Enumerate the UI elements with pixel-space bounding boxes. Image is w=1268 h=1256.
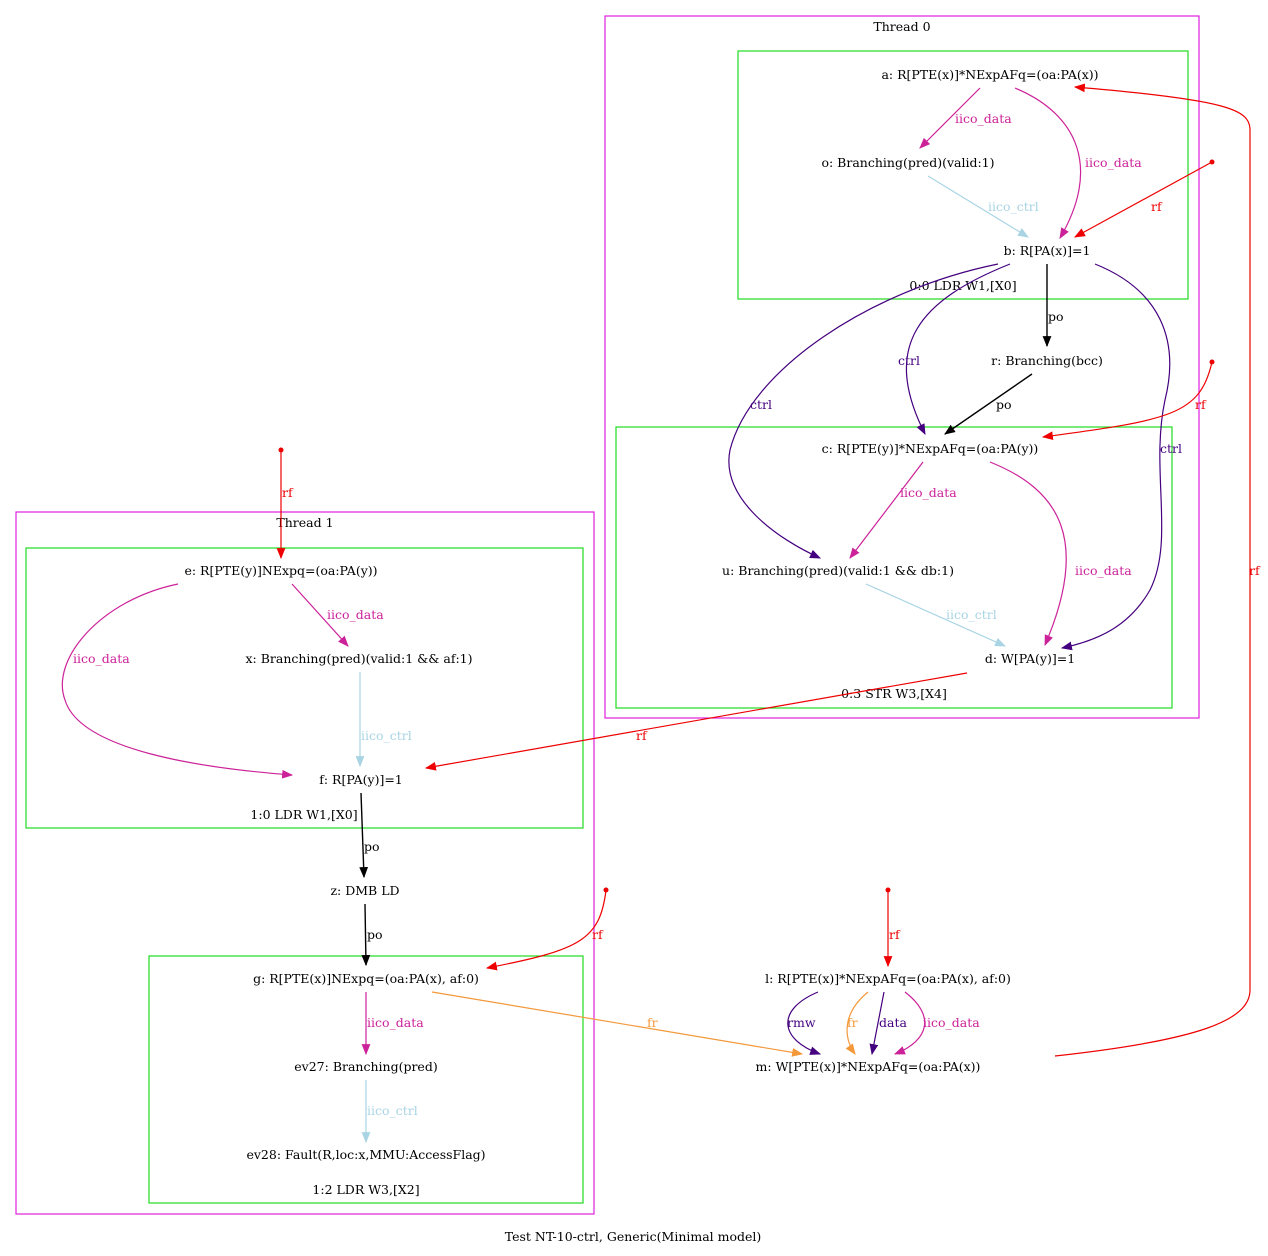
edge-b-c-label: ctrl bbox=[898, 353, 920, 368]
edge-e-x bbox=[291, 583, 349, 647]
node-u: u: Branching(pred)(valid:1 && db:1) bbox=[722, 563, 954, 578]
edge-a-b bbox=[1014, 87, 1082, 239]
instr-00-label: 0:0 LDR W1,[X0] bbox=[909, 278, 1016, 293]
node-x: x: Branching(pred)(valid:1 && af:1) bbox=[245, 651, 472, 666]
edge-a-o bbox=[919, 87, 981, 149]
edge-l-m-data-label: data bbox=[879, 1015, 907, 1030]
edge-u-d-label: iico_ctrl bbox=[946, 607, 997, 622]
edge-d-f bbox=[424, 672, 968, 771]
edge-z-g-label: po bbox=[367, 927, 383, 942]
node-d: d: W[PA(y)]=1 bbox=[985, 651, 1075, 666]
edge-b-d bbox=[1060, 263, 1171, 651]
edge-o-b-label: iico_ctrl bbox=[988, 199, 1039, 214]
node-l: l: R[PTE(x)]*NExpAFq=(oa:PA(x), af:0) bbox=[765, 971, 1011, 986]
edge-x-f-label: iico_ctrl bbox=[361, 728, 412, 743]
edge-b-d-label: ctrl bbox=[1160, 441, 1182, 456]
node-r: r: Branching(bcc) bbox=[991, 353, 1103, 368]
edge-a-b-label: iico_data bbox=[1085, 155, 1142, 170]
edge-init-g bbox=[485, 889, 607, 971]
thread0-cluster bbox=[604, 15, 1200, 719]
edge-l-m-fr bbox=[845, 991, 869, 1055]
edge-l-m-iico-label: iico_data bbox=[923, 1015, 980, 1030]
edge-m-a bbox=[1054, 83, 1251, 1057]
edge-r-c bbox=[944, 373, 1033, 435]
node-c: c: R[PTE(y)]*NExpAFq=(oa:PA(y)) bbox=[822, 441, 1039, 456]
edge-g-m bbox=[431, 991, 804, 1057]
node-f: f: R[PA(y)]=1 bbox=[319, 772, 403, 787]
instr-03-label: 0:3 STR W3,[X4] bbox=[841, 686, 947, 701]
edge-init-l-label: rf bbox=[889, 927, 901, 942]
edge-ev27-ev28-label: iico_ctrl bbox=[367, 1103, 418, 1118]
edge-e-f bbox=[61, 583, 294, 779]
edge-e-x-label: iico_data bbox=[327, 607, 384, 622]
edge-c-u bbox=[849, 461, 924, 559]
edge-d-f-label: rf bbox=[636, 728, 648, 743]
edge-f-z-label: po bbox=[364, 839, 380, 854]
node-g: g: R[PTE(x)]NExpq=(oa:PA(x), af:0) bbox=[253, 971, 479, 986]
graph-caption: Test NT-10-ctrl, Generic(Minimal model) bbox=[505, 1229, 762, 1244]
edge-r-c-label: po bbox=[996, 397, 1012, 412]
instr-03-cluster bbox=[615, 426, 1173, 709]
edge-c-d-label: iico_data bbox=[1075, 563, 1132, 578]
edge-b-r-label: po bbox=[1048, 309, 1064, 324]
node-ev28: ev28: Fault(R,loc:x,MMU:AccessFlag) bbox=[246, 1147, 485, 1162]
edge-l-m-fr-label: fr bbox=[847, 1015, 858, 1030]
thread0-title: Thread 0 bbox=[873, 19, 930, 34]
edge-b-u-label: ctrl bbox=[750, 397, 772, 412]
edge-init-g-label: rf bbox=[592, 927, 604, 942]
edge-f-z bbox=[359, 792, 369, 879]
edge-l-m-rmw-label: rmw bbox=[787, 1015, 816, 1030]
node-m: m: W[PTE(x)]*NExpAFq=(oa:PA(x)) bbox=[756, 1059, 981, 1074]
node-z: z: DMB LD bbox=[330, 883, 399, 898]
node-a: a: R[PTE(x)]*NExpAFq=(oa:PA(x)) bbox=[881, 67, 1098, 82]
edge-z-g bbox=[361, 903, 371, 967]
edge-g-ev27-label: iico_data bbox=[367, 1015, 424, 1030]
thread1-title: Thread 1 bbox=[276, 515, 333, 530]
edge-init-b bbox=[1074, 161, 1213, 238]
edge-c-u-label: iico_data bbox=[900, 485, 957, 500]
edge-l-m-rmw bbox=[787, 991, 822, 1055]
edge-init-e-label: rf bbox=[282, 485, 294, 500]
edge-o-b bbox=[927, 175, 1029, 238]
edge-m-a-label: rf bbox=[1249, 563, 1261, 578]
edge-l-m-data bbox=[869, 991, 885, 1056]
node-e: e: R[PTE(y)]NExpq=(oa:PA(y)) bbox=[184, 563, 377, 578]
instr-10-label: 1:0 LDR W1,[X0] bbox=[250, 807, 357, 822]
edge-a-o-label: iico_data bbox=[955, 111, 1012, 126]
edge-init-c-label: rf bbox=[1195, 397, 1207, 412]
node-o: o: Branching(pred)(valid:1) bbox=[821, 155, 994, 170]
edge-u-d bbox=[865, 583, 1007, 647]
edge-c-d bbox=[989, 461, 1067, 647]
edge-l-m-iico bbox=[893, 991, 926, 1055]
edge-e-f-label: iico_data bbox=[73, 651, 130, 666]
edge-init-c bbox=[1041, 361, 1213, 441]
thread1-cluster bbox=[15, 511, 595, 1215]
instr-12-label: 1:2 LDR W3,[X2] bbox=[312, 1182, 419, 1197]
instr-00-cluster bbox=[737, 50, 1189, 300]
edge-init-b-label: rf bbox=[1151, 199, 1163, 214]
edge-g-m-label: fr bbox=[647, 1015, 658, 1030]
edge-b-c bbox=[905, 263, 1011, 435]
node-b: b: R[PA(x)]=1 bbox=[1004, 243, 1091, 258]
node-ev27: ev27: Branching(pred) bbox=[294, 1059, 437, 1074]
instr-10-cluster bbox=[25, 547, 584, 829]
edge-b-u bbox=[728, 263, 999, 559]
